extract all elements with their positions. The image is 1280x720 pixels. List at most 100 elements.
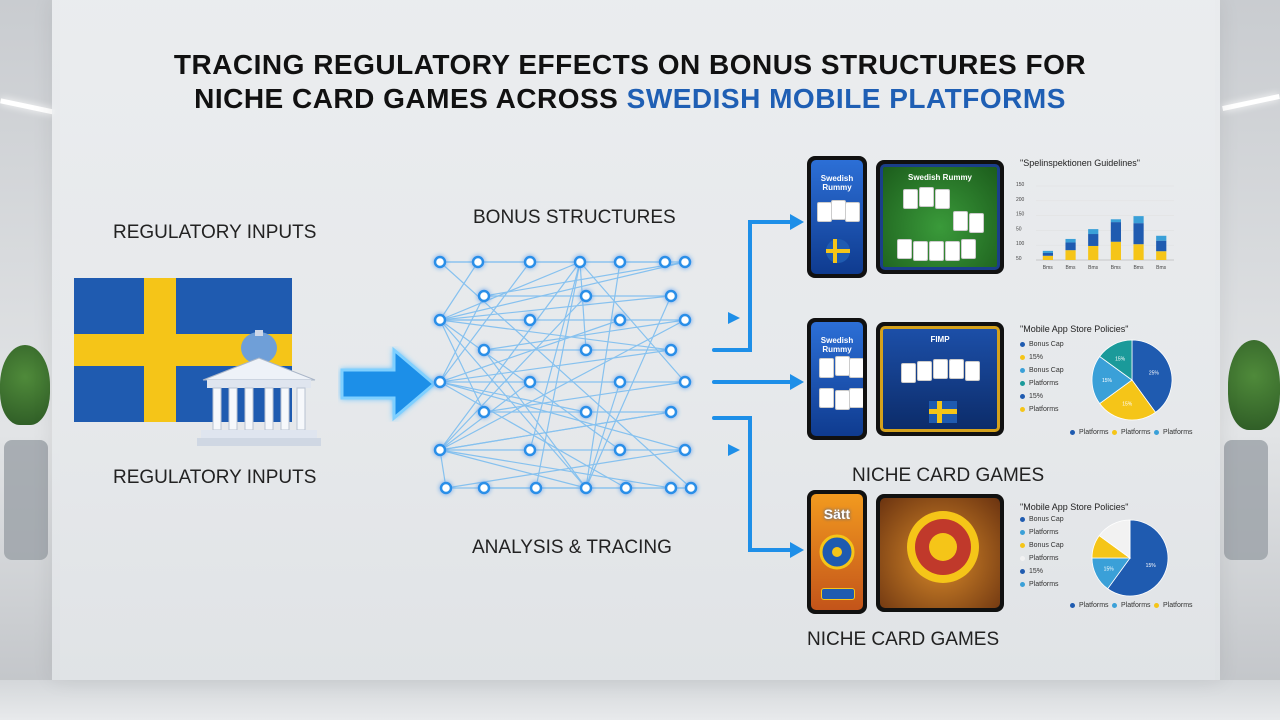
- branch-arrow-bottom: [712, 416, 794, 552]
- network-node: [664, 289, 678, 303]
- phone-swedish-rummy[interactable]: Swedish Rummy: [807, 156, 867, 278]
- plant: [0, 345, 50, 425]
- network-node: [613, 443, 627, 457]
- network-node: [613, 375, 627, 389]
- network-node: [678, 375, 692, 389]
- x-tick-label: Bms: [1088, 265, 1099, 271]
- tablet-game-title: Swedish Rummy: [907, 173, 972, 182]
- bonus-network-graph: [433, 255, 698, 495]
- wheel-icon: [819, 534, 855, 570]
- network-node: [678, 443, 692, 457]
- chair: [4, 440, 48, 560]
- bottom-legend-entry: Platforms: [1070, 429, 1109, 436]
- bar: [1065, 238, 1076, 243]
- network-node: [664, 343, 678, 357]
- x-tick-label: Bms: [1133, 265, 1144, 271]
- network-node: [678, 255, 692, 269]
- niche-card-games-label-bottom: NICHE CARD GAMES: [807, 629, 1000, 650]
- network-node: [529, 481, 543, 495]
- x-tick-label: Bms: [1065, 265, 1076, 271]
- bar: [1156, 251, 1167, 260]
- flow-arrow-icon: [340, 346, 437, 422]
- phone-satt[interactable]: Sätt: [807, 490, 867, 614]
- network-node: [619, 481, 633, 495]
- x-tick-label: Bms: [1156, 265, 1167, 271]
- network-node: [684, 481, 698, 495]
- network-node: [477, 289, 491, 303]
- bar: [1042, 250, 1053, 253]
- swedish-flag-badge-icon: [826, 239, 850, 263]
- bottom-legend-entry: Platforms: [1154, 429, 1193, 436]
- bottom-legend-entry: Platforms: [1112, 602, 1151, 609]
- tablet-wheel-game[interactable]: [876, 494, 1004, 612]
- legend-entry: Platforms: [1020, 581, 1059, 588]
- slice-label: 15%: [1104, 566, 1115, 572]
- network-node: [477, 405, 491, 419]
- network-node: [523, 313, 537, 327]
- bar: [1065, 242, 1076, 251]
- y-tick-label: 50: [1016, 256, 1022, 262]
- tablet-game-title-2: FIMP: [930, 335, 950, 344]
- network-node: [471, 255, 485, 269]
- network-node: [658, 255, 672, 269]
- bar: [1065, 250, 1076, 260]
- network-node: [433, 443, 447, 457]
- slice-label: 25%: [1149, 371, 1160, 377]
- bottom-legend-entry: Platforms: [1070, 602, 1109, 609]
- bottom-legend-entry: Platforms: [1154, 602, 1193, 609]
- legend-entry: Bonus Cap: [1020, 542, 1064, 549]
- network-node: [477, 343, 491, 357]
- network-node: [678, 313, 692, 327]
- y-tick-label: 50: [1016, 226, 1022, 232]
- tablet-fimp[interactable]: FIMP: [876, 322, 1004, 436]
- network-node: [433, 313, 447, 327]
- bottom-legend-entry: Platforms: [1112, 429, 1151, 436]
- tablet-swedish-rummy[interactable]: Swedish Rummy: [876, 160, 1004, 274]
- bar: [1110, 219, 1121, 223]
- chart3-title: "Mobile App Store Policies": [1020, 502, 1129, 512]
- network-node: [613, 313, 627, 327]
- legend-entry: Bonus Cap: [1020, 367, 1064, 374]
- slice-label: 15%: [1146, 563, 1157, 569]
- network-node: [579, 289, 593, 303]
- regulatory-inputs-label-top: REGULATORY INPUTS: [113, 222, 317, 243]
- legend-entry: 15%: [1020, 393, 1043, 400]
- wheel-icon: [907, 511, 979, 583]
- network-node: [579, 343, 593, 357]
- network-node: [477, 481, 491, 495]
- slice-label: 15%: [1122, 402, 1133, 408]
- network-node: [613, 255, 627, 269]
- network-node: [523, 443, 537, 457]
- pie-chart-policies: 25%15%15%15%: [1091, 339, 1173, 421]
- floor: [0, 680, 1280, 720]
- x-tick-label: Bms: [1111, 265, 1122, 271]
- government-building-icon: [197, 330, 321, 446]
- pie-slice: [1107, 519, 1169, 597]
- network-node: [664, 481, 678, 495]
- network-node: [433, 375, 447, 389]
- phone-game-title: Swedish Rummy: [820, 174, 854, 192]
- bar: [1042, 252, 1053, 256]
- legend-entry: Platforms: [1020, 555, 1059, 562]
- branch-arrow-top: [712, 220, 794, 352]
- chart1-title: "Spelinspektionen Guidelines": [1020, 158, 1140, 168]
- title-line1: TRACING REGULATORY EFFECTS ON BONUS STRU…: [173, 49, 1087, 80]
- phone-game-title-2: Swedish Rummy: [820, 336, 854, 354]
- network-node: [579, 405, 593, 419]
- bar: [1156, 235, 1167, 241]
- legend-entry: Platforms: [1020, 406, 1059, 413]
- bar: [1088, 229, 1099, 235]
- legend-entry: Platforms: [1020, 380, 1059, 387]
- y-tick-label: 100: [1016, 241, 1025, 247]
- title-line2-plain: NICHE CARD GAMES ACROSS: [194, 83, 627, 114]
- branch-arrows: [712, 214, 804, 558]
- legend-entry: 15%: [1020, 568, 1043, 575]
- network-node: [523, 375, 537, 389]
- phone-swedish-rummy-2[interactable]: Swedish Rummy: [807, 318, 867, 440]
- x-tick-label: Bms: [1043, 265, 1054, 271]
- regulatory-inputs-label-bottom: REGULATORY INPUTS: [113, 467, 317, 488]
- network-node: [523, 255, 537, 269]
- pie-chart-policies-2: 15% 15%: [1091, 519, 1169, 597]
- network-node: [433, 255, 447, 269]
